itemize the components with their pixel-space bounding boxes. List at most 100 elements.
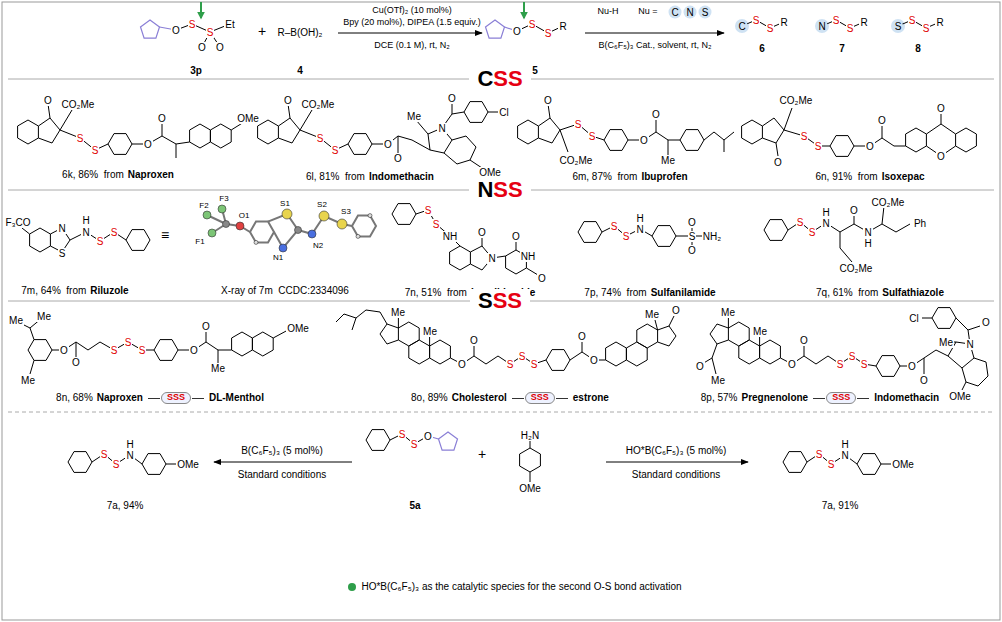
atom-label: CO₂Me: [61, 99, 96, 110]
atom-label: H: [81, 215, 90, 226]
atom-label: O: [907, 361, 917, 372]
sulfur-atom-label: S: [832, 15, 841, 26]
atom-label: O: [469, 335, 479, 346]
atom-label: O: [43, 95, 53, 106]
sulfur-atom-label: S: [398, 429, 407, 440]
compound-number: 3p: [190, 65, 202, 76]
atom-label: R: [935, 17, 944, 28]
atom-label: O: [849, 205, 859, 216]
atom-label: Me: [8, 315, 24, 326]
label-group: 6k, 86% fromNaproxen: [62, 169, 174, 180]
yield-caption: 8n, 68%: [56, 392, 93, 403]
atom-label: S: [58, 248, 67, 259]
sulfur-atom-label: S: [112, 459, 121, 470]
sulfur-atom-label: S: [848, 351, 857, 362]
atom-label: CO₂Me: [559, 155, 594, 166]
atom-label: N: [840, 450, 849, 461]
atom-label: OMe: [176, 459, 200, 470]
atom-label: N: [437, 123, 446, 134]
atom-label: O: [865, 141, 875, 152]
atom-label: N: [965, 339, 974, 350]
atom-label: O: [457, 359, 467, 370]
label-group: 8n, 68%NaproxenSSSDL-Menthol: [56, 392, 264, 404]
circled-atom-label: N: [816, 21, 827, 32]
label-group: 6m, 87% fromIbuprofen: [572, 171, 687, 182]
symbol: +: [258, 24, 266, 39]
sulfur-atom-label: S: [815, 449, 824, 460]
atom-label: OMe: [478, 167, 502, 178]
atom-label: CO₂Me: [301, 99, 336, 110]
atom-label: R: [859, 17, 868, 28]
atom-label: H: [125, 439, 134, 450]
atom-label: Me: [422, 326, 438, 337]
section-header: C: [477, 67, 493, 91]
atom-label: O: [383, 139, 393, 150]
atom-label: H₂N: [520, 430, 540, 441]
atom-label: N: [81, 227, 90, 238]
yield-caption: 7n, 51% from: [405, 287, 467, 298]
sss-linker-tag: SSS: [525, 392, 555, 404]
atom-label: OMe: [518, 483, 542, 494]
sulfur-atom-label: S: [814, 141, 823, 152]
sulfur-atom-label: S: [100, 449, 109, 460]
section-header: SS: [493, 178, 522, 202]
section-header: S: [478, 289, 493, 313]
xray-atom-label: F1: [195, 238, 204, 247]
sulfur-atom-label: S: [432, 219, 441, 230]
condition-text: Standard conditions: [238, 469, 326, 480]
section-header: N: [477, 178, 493, 202]
sulfur-atom-label: S: [766, 23, 775, 34]
sulfur-atom-label: S: [544, 28, 553, 39]
atom-label: N: [821, 218, 830, 229]
yield-caption: 6n, 91% from: [815, 171, 877, 182]
condition-text: Bpy (20 mol%), DIPEA (1.5 equiv.): [343, 18, 480, 28]
atom-label: R–B(OH)₂: [277, 27, 324, 38]
atom-label: NH₂: [702, 231, 722, 242]
atom-label: Me: [938, 337, 954, 348]
yield-caption: 8o, 89%: [411, 392, 448, 403]
atom-label: O: [423, 431, 433, 442]
drug-name: DL-Menthol: [209, 392, 264, 403]
atom-label: N: [863, 227, 872, 238]
section-header: SS: [493, 289, 522, 313]
sulfur-atom-label: S: [96, 236, 105, 247]
atom-label: O: [393, 153, 403, 164]
atom-label: Ph: [913, 218, 927, 229]
atom-label: O: [197, 42, 207, 53]
label-group: SSS: [470, 289, 530, 313]
sulfur-atom-label: S: [574, 119, 583, 130]
xray-atom-label: S2: [317, 201, 327, 210]
atom-label: O: [189, 345, 199, 356]
atom-label: O: [143, 139, 153, 150]
label-group: 6n, 91% fromIsoxepac: [815, 171, 924, 182]
atom-label: H: [821, 207, 830, 218]
condition-text: DCE (0.1 M), rt, N₂: [374, 41, 450, 51]
atom-label: N: [125, 450, 134, 461]
sulfur-atom-label: S: [908, 15, 917, 26]
atom-label: F₃CO: [4, 217, 31, 228]
condition-text: B(C₆F₅)₃ (5 mol%): [241, 445, 323, 456]
xray-atom-label: F3: [219, 195, 228, 204]
atom-label: O: [773, 157, 783, 168]
label-group: 8o, 89%CholesterolSSSestrone: [411, 392, 609, 404]
sulfur-atom-label: S: [922, 23, 931, 34]
atom-label: Me: [406, 111, 422, 122]
xray-atom-label: O1: [239, 212, 250, 221]
atom-label: OMe: [948, 391, 972, 402]
atom-label: O: [936, 103, 946, 114]
drug-name: Indomethacin: [874, 392, 939, 403]
atom-label: R: [558, 21, 567, 32]
condition-text: Cu(OTf)₂ (10 mol%): [372, 6, 452, 16]
atom-label: O: [577, 331, 587, 342]
yield-caption: 7a, 94%: [107, 500, 144, 511]
yield-caption: 6l, 81% from: [306, 171, 365, 182]
atom-label: O: [919, 375, 929, 386]
atom-label: H: [840, 439, 849, 450]
atom-label: O: [511, 231, 521, 242]
compound-number: 7: [839, 43, 845, 54]
atom-label: O: [981, 317, 991, 328]
atom-label: O: [201, 321, 211, 332]
drug-name: Naproxen: [128, 169, 174, 180]
atom-label: Me: [752, 326, 768, 337]
compound-number: 5a: [409, 500, 420, 511]
